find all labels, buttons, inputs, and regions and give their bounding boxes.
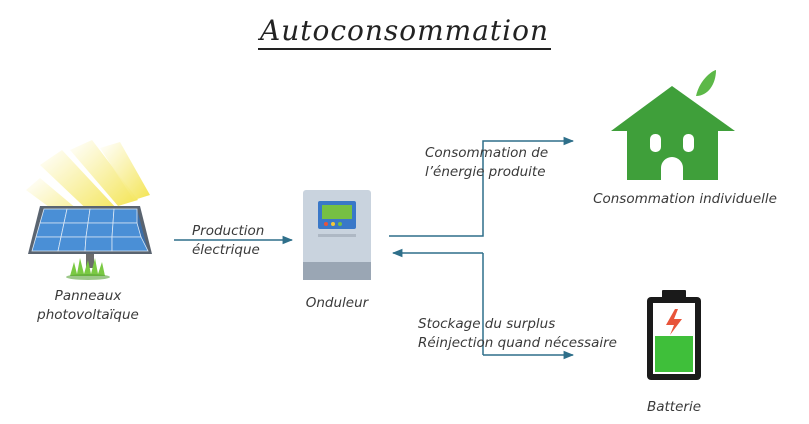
solar-panel-icon <box>26 140 152 280</box>
edge-label-production-line2: électrique <box>192 242 260 258</box>
house-icon <box>611 70 735 180</box>
battery-icon <box>647 290 701 380</box>
node-label-panels-line1: Panneaux <box>54 288 122 304</box>
node-label-inverter: Onduleur <box>305 295 369 311</box>
arrow-storage <box>391 248 575 360</box>
edge-label-storage-line1: Stockage du surplus <box>418 316 556 332</box>
edge-label-consumption-line1: Consommation de <box>425 145 549 161</box>
edge-label-storage-line2: Réinjection quand nécessaire <box>418 335 617 351</box>
node-label-panels-line2: photovoltaïque <box>37 307 139 323</box>
edge-label-storage: Stockage du surplus Réinjection quand né… <box>418 315 617 353</box>
title-text: Autoconsommation <box>257 14 552 50</box>
edge-label-production: Production électrique <box>192 222 264 260</box>
node-label-panels: Panneaux photovoltaïque <box>18 287 158 325</box>
edge-label-consumption-line2: l’énergie produite <box>425 164 546 180</box>
node-label-battery: Batterie <box>646 399 702 415</box>
inverter-icon <box>303 190 371 280</box>
node-label-house: Consommation individuelle <box>593 191 777 207</box>
edge-label-production-line1: Production <box>192 223 265 239</box>
diagram-title: Autoconsommation <box>0 14 809 50</box>
edge-label-consumption: Consommation de l’énergie produite <box>425 144 548 182</box>
arrow-consumption <box>389 136 575 237</box>
